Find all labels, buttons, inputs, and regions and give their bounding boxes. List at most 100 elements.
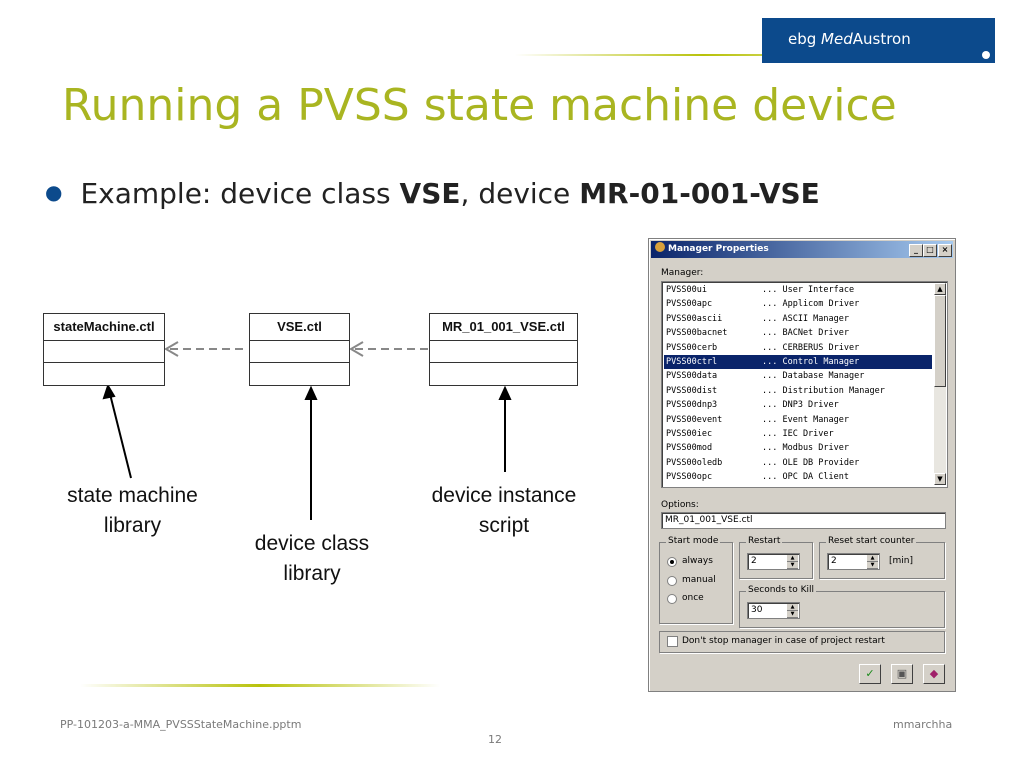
slide-title: Running a PVSS state machine device bbox=[62, 80, 897, 131]
scroll-thumb[interactable] bbox=[934, 295, 946, 387]
manager-list-item[interactable]: PVSS00dnp3 ... DNP3 Driver bbox=[664, 398, 932, 412]
help-book-icon[interactable]: ◆ bbox=[923, 664, 945, 684]
uml-box-operations bbox=[430, 363, 577, 385]
restart-spin-arrows-icon[interactable]: ▲▼ bbox=[787, 555, 798, 569]
manager-description: ... DNP3 Driver bbox=[762, 400, 839, 411]
uml-box-vse: VSE.ctl bbox=[249, 313, 350, 386]
start-mode-always-radio[interactable] bbox=[667, 557, 677, 567]
minimize-button[interactable]: _ bbox=[909, 244, 923, 257]
manager-name: PVSS00mod bbox=[666, 443, 713, 454]
uml-box-instance: MR_01_001_VSE.ctl bbox=[429, 313, 578, 386]
start-mode-once-radio[interactable] bbox=[667, 594, 677, 604]
scroll-up-icon[interactable]: ▲ bbox=[934, 283, 946, 295]
dependency-arrowhead-vse bbox=[349, 341, 364, 357]
manager-list-item[interactable]: PVSS00ascii ... ASCII Manager bbox=[664, 312, 932, 326]
uml-box-title: VSE.ctl bbox=[250, 314, 349, 341]
pointer-arrowhead-instance bbox=[498, 385, 512, 400]
manager-description: ... Event Manager bbox=[762, 414, 849, 425]
manager-description: ... ASCII Manager bbox=[762, 313, 849, 324]
manager-properties-dialog: Manager Properties _ □ × Manager: PVSS00… bbox=[648, 238, 956, 692]
manager-name: PVSS00ctrl bbox=[666, 357, 718, 367]
manager-description: ... IEC Driver bbox=[762, 429, 834, 439]
manager-name: PVSS00iec bbox=[666, 429, 713, 439]
maximize-button[interactable]: □ bbox=[923, 244, 937, 257]
label-state-machine-library: state machine library bbox=[67, 484, 198, 537]
manager-name: PVSS00data bbox=[666, 371, 718, 382]
pointer-arrowhead-library bbox=[102, 383, 116, 400]
manager-description: ... User Interface bbox=[762, 285, 855, 295]
manager-name: PVSS00event bbox=[666, 414, 723, 425]
manager-label: Manager: bbox=[661, 268, 704, 278]
seconds-to-kill-label: Seconds to Kill bbox=[746, 585, 816, 595]
manager-name: PVSS00ascii bbox=[666, 313, 723, 324]
manager-list-item[interactable]: PVSS00opc... OPC DA Client bbox=[664, 470, 932, 484]
uml-box-operations bbox=[44, 363, 164, 385]
restart-label: Restart bbox=[746, 536, 783, 546]
check-icon[interactable]: ✓ bbox=[859, 664, 881, 684]
manager-list-item[interactable]: PVSS00dist ... Distribution Manager bbox=[664, 384, 932, 398]
seconds-to-kill-spinbox[interactable]: 30 ▲▼ bbox=[747, 602, 800, 619]
manager-name: PVSS00bacnet bbox=[666, 328, 728, 339]
pointer-arrowhead-class bbox=[304, 385, 318, 400]
manager-description: ... Distribution Manager bbox=[762, 385, 885, 396]
app-icon bbox=[655, 242, 665, 252]
uml-box-attributes bbox=[44, 341, 164, 363]
brand-logo: ebg MedAustron bbox=[788, 30, 911, 48]
start-mode-once-label: once bbox=[682, 593, 704, 603]
manager-description: ... OLE DB Provider bbox=[762, 457, 860, 468]
manager-list-item[interactable]: PVSS00oledb ... OLE DB Provider bbox=[664, 456, 932, 470]
scroll-down-icon[interactable]: ▼ bbox=[934, 473, 946, 485]
brand-logo-box bbox=[762, 18, 995, 63]
manager-list-item[interactable]: PVSS00iec ... IEC Driver bbox=[664, 427, 932, 441]
start-mode-always-label: always bbox=[682, 556, 713, 566]
footer-decor-line bbox=[80, 684, 440, 687]
reset-counter-spinbox[interactable]: 2 ▲▼ bbox=[827, 553, 880, 570]
manager-list-item[interactable]: PVSS00event ... Event Manager bbox=[664, 413, 932, 427]
manager-description: ... CERBERUS Driver bbox=[762, 342, 860, 353]
manager-list-item[interactable]: PVSS00apc... Applicom Driver bbox=[664, 297, 932, 311]
uml-box-statemachine: stateMachine.ctl bbox=[43, 313, 165, 386]
manager-name: PVSS00dist bbox=[666, 385, 718, 396]
manager-list-item[interactable]: PVSS00data... Database Manager bbox=[664, 369, 932, 383]
uml-box-title: stateMachine.ctl bbox=[44, 314, 164, 341]
uml-box-operations bbox=[250, 363, 349, 385]
manager-list-item[interactable]: PVSS00ctrl... Control Manager bbox=[664, 355, 932, 369]
options-input[interactable]: MR_01_001_VSE.ctl bbox=[661, 512, 946, 529]
manager-name: PVSS00oledb bbox=[666, 457, 723, 468]
start-mode-group: Start mode bbox=[659, 536, 733, 624]
reset-counter-group: Reset start counter bbox=[819, 536, 945, 579]
manager-name: PVSS00ui bbox=[666, 285, 707, 295]
start-mode-manual-label: manual bbox=[682, 575, 716, 585]
options-label: Options: bbox=[661, 500, 699, 510]
dont-stop-checkbox[interactable] bbox=[667, 636, 678, 647]
apply-icon[interactable]: ▣ bbox=[891, 664, 913, 684]
manager-list-item[interactable]: PVSS00mod ... Modbus Driver bbox=[664, 441, 932, 455]
reset-counter-spin-arrows-icon[interactable]: ▲▼ bbox=[867, 555, 878, 569]
restart-group: Restart bbox=[739, 536, 813, 579]
dont-stop-group bbox=[659, 631, 945, 653]
manager-name: PVSS00apc bbox=[666, 299, 713, 310]
uml-box-attributes bbox=[250, 341, 349, 363]
uml-box-title: MR_01_001_VSE.ctl bbox=[430, 314, 577, 341]
manager-name: PVSS00cerb bbox=[666, 342, 718, 353]
header-decor-line bbox=[515, 54, 985, 56]
bullet-icon: ● bbox=[45, 180, 63, 204]
manager-name: PVSS00dnp3 bbox=[666, 400, 718, 411]
start-mode-manual-radio[interactable] bbox=[667, 576, 677, 586]
manager-description: ... Modbus Driver bbox=[762, 443, 849, 454]
label-device-class-library: device class library bbox=[254, 532, 370, 585]
uml-box-attributes bbox=[430, 341, 577, 363]
manager-list-item[interactable]: PVSS00cerb ... CERBERUS Driver bbox=[664, 341, 932, 355]
manager-list-item[interactable]: PVSS00bacnet... BACNet Driver bbox=[664, 326, 932, 340]
close-button[interactable]: × bbox=[938, 244, 952, 257]
manager-list-scrollbar[interactable]: ▲ ▼ bbox=[934, 283, 946, 485]
dont-stop-label: Don't stop manager in case of project re… bbox=[682, 636, 885, 646]
reset-counter-label: Reset start counter bbox=[826, 536, 917, 546]
restart-spinbox[interactable]: 2 ▲▼ bbox=[747, 553, 800, 570]
manager-list-item[interactable]: PVSS00ui ... User Interface bbox=[664, 283, 932, 297]
seconds-to-kill-spin-arrows-icon[interactable]: ▲▼ bbox=[787, 604, 798, 618]
footer-author: mmarchha bbox=[893, 718, 953, 731]
seconds-to-kill-group: Seconds to Kill bbox=[739, 585, 945, 628]
